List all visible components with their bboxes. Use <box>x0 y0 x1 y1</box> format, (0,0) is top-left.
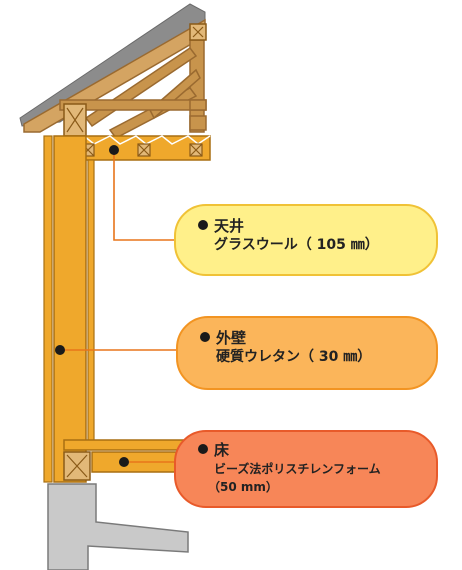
wall-callout-title: 外壁 <box>216 329 247 347</box>
floor-callout: 床 ビーズ法ポリスチレンフォーム （50 mm） <box>174 430 438 508</box>
wall-stud <box>53 135 87 483</box>
bullet-icon <box>200 332 210 342</box>
interior-finish <box>87 159 95 443</box>
ceiling-marker-dot <box>109 145 119 155</box>
floor-callout-title-row: 床 <box>198 440 420 460</box>
ceiling-callout-title-row: 天井 <box>198 216 420 236</box>
roof-rafter <box>23 18 206 133</box>
roof-truss <box>59 39 207 139</box>
wall-callout-detail: 硬質ウレタン（ 30 ㎜） <box>216 349 372 365</box>
wall-callout-title-row: 外壁 <box>200 328 420 348</box>
bullet-icon <box>198 444 208 454</box>
exterior-sheathing <box>43 135 53 483</box>
bullet-icon <box>198 220 208 230</box>
wall-callout: 外壁 硬質ウレタン（ 30 ㎜） <box>176 316 438 390</box>
leader-lines <box>60 150 176 463</box>
ceiling-callout-title: 天井 <box>214 217 245 235</box>
floor-callout-title: 床 <box>214 441 230 459</box>
floor-marker-dot <box>119 457 129 467</box>
floor-callout-detail: ビーズ法ポリスチレンフォーム <box>214 462 381 476</box>
ceiling-callout: 天井 グラスウール（ 105 ㎜） <box>174 204 438 276</box>
ceiling-callout-detail: グラスウール（ 105 ㎜） <box>214 237 379 253</box>
floor-callout-detail-size: （50 mm） <box>208 480 278 494</box>
wall-marker-dot <box>55 345 65 355</box>
foundation <box>47 483 189 570</box>
